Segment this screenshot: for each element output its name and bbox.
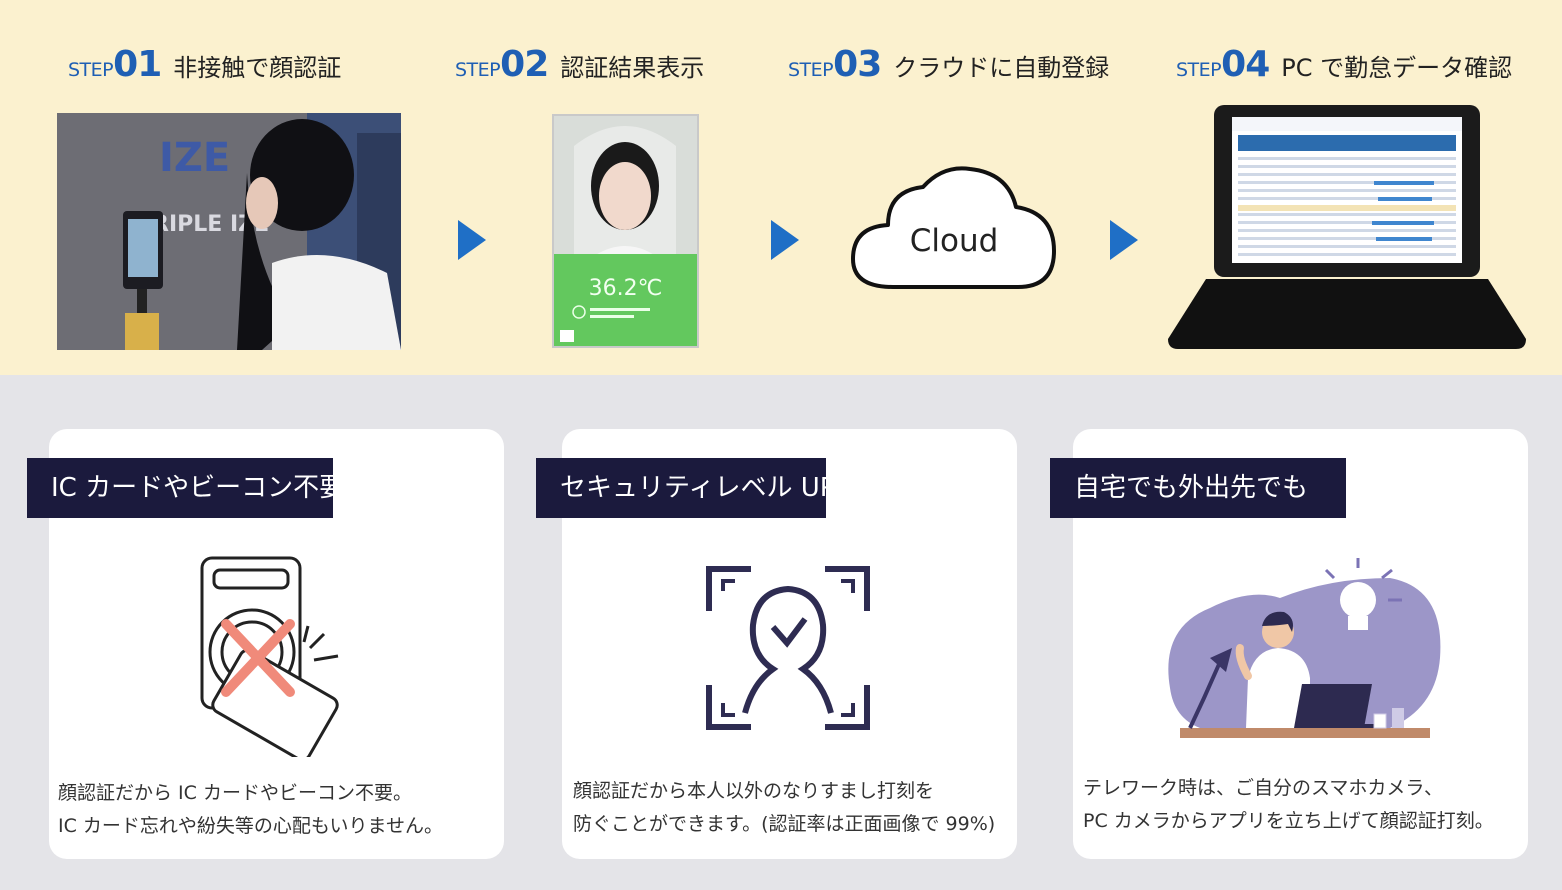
- feature-text-line: 防ぐことができます。(認証率は正面画像で 99%): [573, 813, 996, 835]
- feature-text-line: 顔認証だから IC カードやビーコン不要。: [58, 782, 412, 804]
- face-auth-photo: IZE RIPLE IZE: [57, 113, 401, 350]
- feature-tag-no-ic-card: IC カードやビーコン不要: [27, 458, 345, 518]
- temperature-readout: 36.2℃: [588, 276, 663, 301]
- cloud-icon: Cloud: [848, 163, 1060, 293]
- face-photo: [554, 116, 697, 346]
- feature-text-line: テレワーク時は、ご自分のスマホカメラ、: [1083, 777, 1444, 799]
- step-03-heading: STEP 03 クラウドに自動登録: [788, 44, 1110, 85]
- face-scan-icon: [703, 563, 873, 737]
- step-04-heading: STEP 04 PC で勤怠データ確認: [1176, 44, 1513, 85]
- step-02-heading: STEP 02 認証結果表示: [455, 44, 705, 85]
- step-01-heading: STEP 01 非接触で顔認証: [68, 44, 342, 85]
- auth-result-screen: 36.2℃: [552, 114, 699, 348]
- remote-work-illustration: [1160, 548, 1450, 752]
- feature-text-remote: テレワーク時は、ご自分のスマホカメラ、 PC カメラからアプリを立ち上げて顔認証…: [1083, 772, 1494, 838]
- feature-text-line: 顔認証だから本人以外のなりすまし打刻を: [573, 780, 935, 802]
- step-arrow-3: [1110, 220, 1138, 260]
- ic-card-crossed-icon: [190, 552, 350, 762]
- step-02-title: 認証結果表示: [560, 54, 705, 82]
- step-04-title: PC で勤怠データ確認: [1281, 54, 1513, 82]
- step-arrow-1: [458, 220, 486, 260]
- feature-tag-security: セキュリティレベル UP: [536, 458, 835, 518]
- feature-tag-remote: 自宅でも外出先でも: [1050, 458, 1346, 518]
- step-03-title: クラウドに自動登録: [893, 54, 1110, 82]
- face-auth-scene: IZE RIPLE IZE: [57, 113, 401, 350]
- brand-logo-text: IZE: [159, 135, 230, 181]
- cloud-shape-icon: [851, 166, 1056, 289]
- feature-text-line: PC カメラからアプリを立ち上げて顔認証打刻。: [1083, 810, 1494, 832]
- laptop-icon: [1166, 103, 1528, 353]
- cloud-label: Cloud: [909, 223, 999, 259]
- step-01-title: 非接触で顔認証: [173, 54, 342, 82]
- feature-text-security: 顔認証だから本人以外のなりすまし打刻を 防ぐことができます。(認証率は正面画像で…: [573, 775, 995, 841]
- step-arrow-2: [771, 220, 799, 260]
- feature-text-line: IC カード忘れや紛失等の心配もいりません。: [58, 815, 443, 837]
- feature-text-no-ic-card: 顔認証だから IC カードやビーコン不要。 IC カード忘れや紛失等の心配もいり…: [58, 777, 443, 843]
- attendance-dashboard-laptop: [1168, 105, 1526, 349]
